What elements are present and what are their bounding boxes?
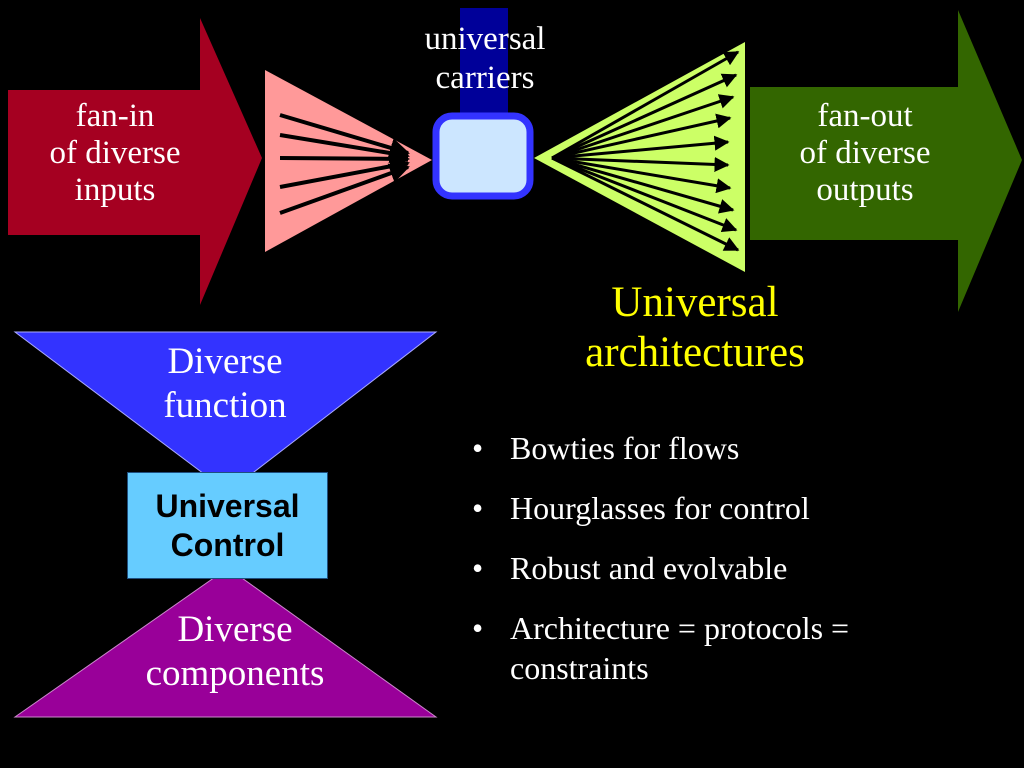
bullet-dot-icon: • — [472, 490, 484, 526]
fan-in-arrow — [8, 18, 262, 305]
fan-out-arrow — [750, 10, 1022, 312]
fan-out-line — [551, 50, 740, 160]
fan-out-line — [551, 156, 730, 172]
fan-in-label-line: of diverse — [49, 134, 181, 171]
hourglass-bottom-label-line: components — [145, 653, 325, 695]
fan-out-label-line: fan-out — [817, 98, 913, 134]
universal-control-label-line: Control — [170, 526, 285, 563]
bullet-text: Robust and evolvable — [510, 550, 788, 586]
fan-in-label-line: fan-in — [75, 98, 155, 134]
fan-in-line — [279, 148, 410, 169]
carrier-stem — [460, 8, 508, 120]
fan-out-line — [551, 94, 735, 160]
carriers-label-line: carriers — [435, 59, 535, 96]
bullet-text: Bowties for flows — [510, 430, 740, 466]
carriers-label-line: universal — [424, 21, 546, 57]
fan-in-label-line: inputs — [74, 171, 156, 208]
hourglass-bottom-label: Diverse components — [110, 608, 360, 697]
fan-out-line — [551, 73, 738, 160]
fan-out-label-line: of diverse — [799, 134, 931, 171]
fan-in-label: fan-in of diverse inputs — [20, 98, 210, 209]
bullet-item: • Bowties for flows — [472, 428, 972, 468]
fan-out-label: fan-out of diverse outputs — [770, 98, 960, 209]
fan-out-line — [551, 156, 738, 233]
hourglass-top-label: Diverse function — [120, 340, 330, 429]
fan-out-line — [551, 156, 735, 214]
bullet-item: • Robust and evolvable — [472, 548, 972, 588]
fan-in-triangle — [265, 70, 432, 252]
hourglass-top-label-line: function — [163, 385, 287, 427]
bullet-dot-icon: • — [472, 610, 484, 646]
fan-in-line — [279, 133, 410, 163]
fan-out-label-line: outputs — [816, 171, 914, 208]
fan-out-triangle — [534, 42, 745, 272]
hourglass-top — [13, 331, 438, 493]
carrier-box — [432, 112, 534, 200]
fan-out-line — [551, 156, 732, 194]
bullet-list: • Bowties for flows • Hourglasses for cont… — [472, 428, 972, 708]
bullet-dot-icon: • — [472, 550, 484, 586]
fan-in-line — [279, 156, 410, 189]
hourglass-bottom-label-line: Diverse — [177, 609, 293, 650]
fan-in-line — [279, 113, 410, 158]
slide-title: Universal architectures — [540, 278, 850, 378]
universal-control-label-line: Universal — [155, 488, 300, 525]
slide-title-line: Universal — [611, 279, 779, 326]
bullet-text: Architecture = protocols = constraints — [510, 610, 850, 686]
fan-in-arrow-lines — [279, 113, 410, 215]
fan-in-line — [279, 163, 410, 215]
slide-title-line: architectures — [585, 328, 805, 376]
bullet-text: Hourglasses for control — [510, 490, 810, 526]
bullet-item: • Architecture = protocols = constraints — [472, 608, 972, 688]
universal-control-box: Universal Control — [127, 472, 328, 579]
fan-out-line — [551, 135, 730, 160]
bullet-item: • Hourglasses for control — [472, 488, 972, 528]
bullet-dot-icon: • — [472, 430, 484, 466]
fan-out-arrow-lines — [551, 50, 740, 252]
hourglass-bottom — [13, 567, 438, 718]
hourglass-top-label-line: Diverse — [167, 341, 283, 382]
fan-out-line — [551, 156, 740, 252]
carriers-label: universal carriers — [395, 20, 575, 98]
fan-out-line — [551, 113, 732, 160]
